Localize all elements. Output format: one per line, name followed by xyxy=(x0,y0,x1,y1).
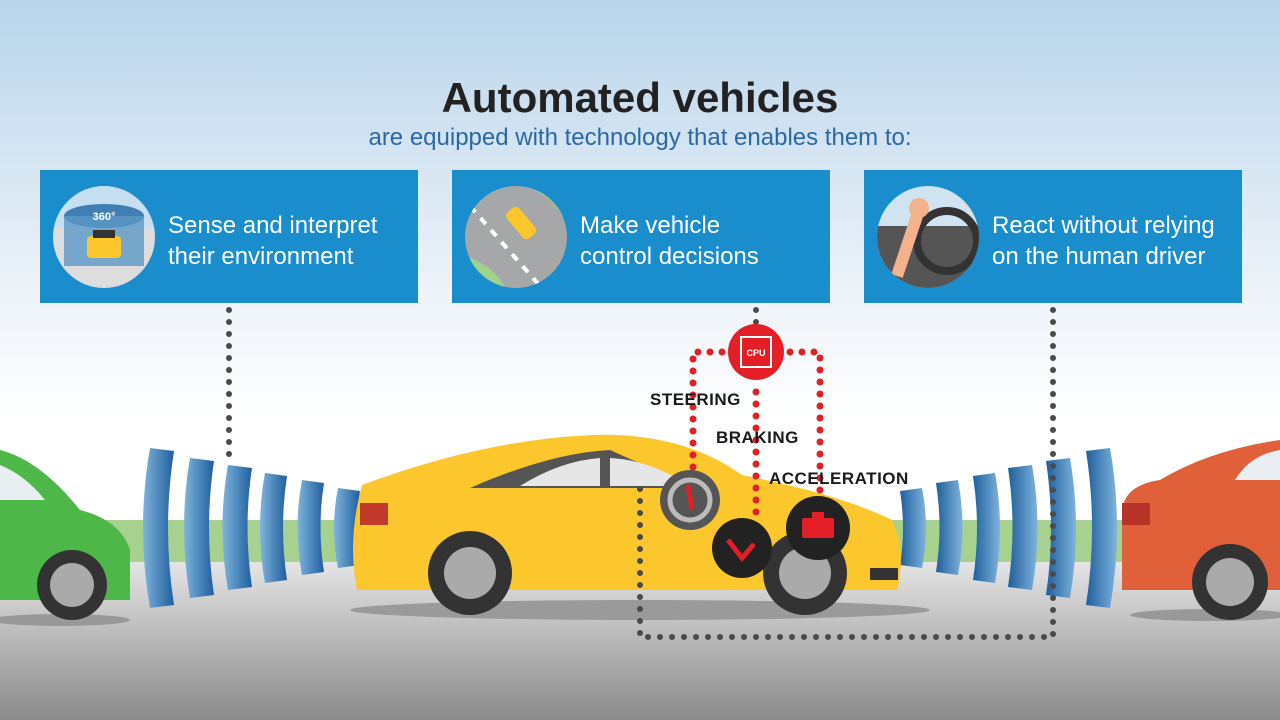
acceleration-label: ACCELERATION xyxy=(769,469,909,488)
card-sense-line2: their environment xyxy=(168,243,354,270)
orange-car xyxy=(1122,440,1280,621)
360-camera-icon: 360° xyxy=(53,186,155,288)
braking-label: BRAKING xyxy=(716,428,799,447)
green-car xyxy=(0,450,130,626)
card-decide-line1: Make vehicle xyxy=(580,212,721,239)
steering-label: STEERING xyxy=(650,390,741,409)
cpu-label: CPU xyxy=(746,348,765,358)
sensor-waves-right xyxy=(900,448,1117,608)
360-label: 360° xyxy=(93,211,116,223)
steering-wheel-icon xyxy=(660,470,720,530)
cpu-connector-lines xyxy=(689,348,824,524)
card-sense: 360° Sense and interpret their environmen… xyxy=(40,170,418,303)
brake-pedal-icon xyxy=(712,518,772,578)
engine-icon xyxy=(786,496,850,560)
hand-off-wheel-icon xyxy=(877,186,979,288)
card-react: React without relying on the human driver xyxy=(864,170,1242,303)
sensor-waves-left xyxy=(143,448,360,608)
road-car-top-view-icon xyxy=(465,186,567,288)
card-react-line2: on the human driver xyxy=(992,243,1206,270)
card-decide-line2: control decisions xyxy=(580,243,759,270)
card-sense-line1: Sense and interpret xyxy=(168,212,378,239)
page-title: Automated vehicles xyxy=(441,74,839,121)
card-decide: Make vehicle control decisions xyxy=(452,170,830,303)
card-react-line1: React without relying xyxy=(992,212,1215,239)
page-subtitle: are equipped with technology that enable… xyxy=(368,124,912,151)
